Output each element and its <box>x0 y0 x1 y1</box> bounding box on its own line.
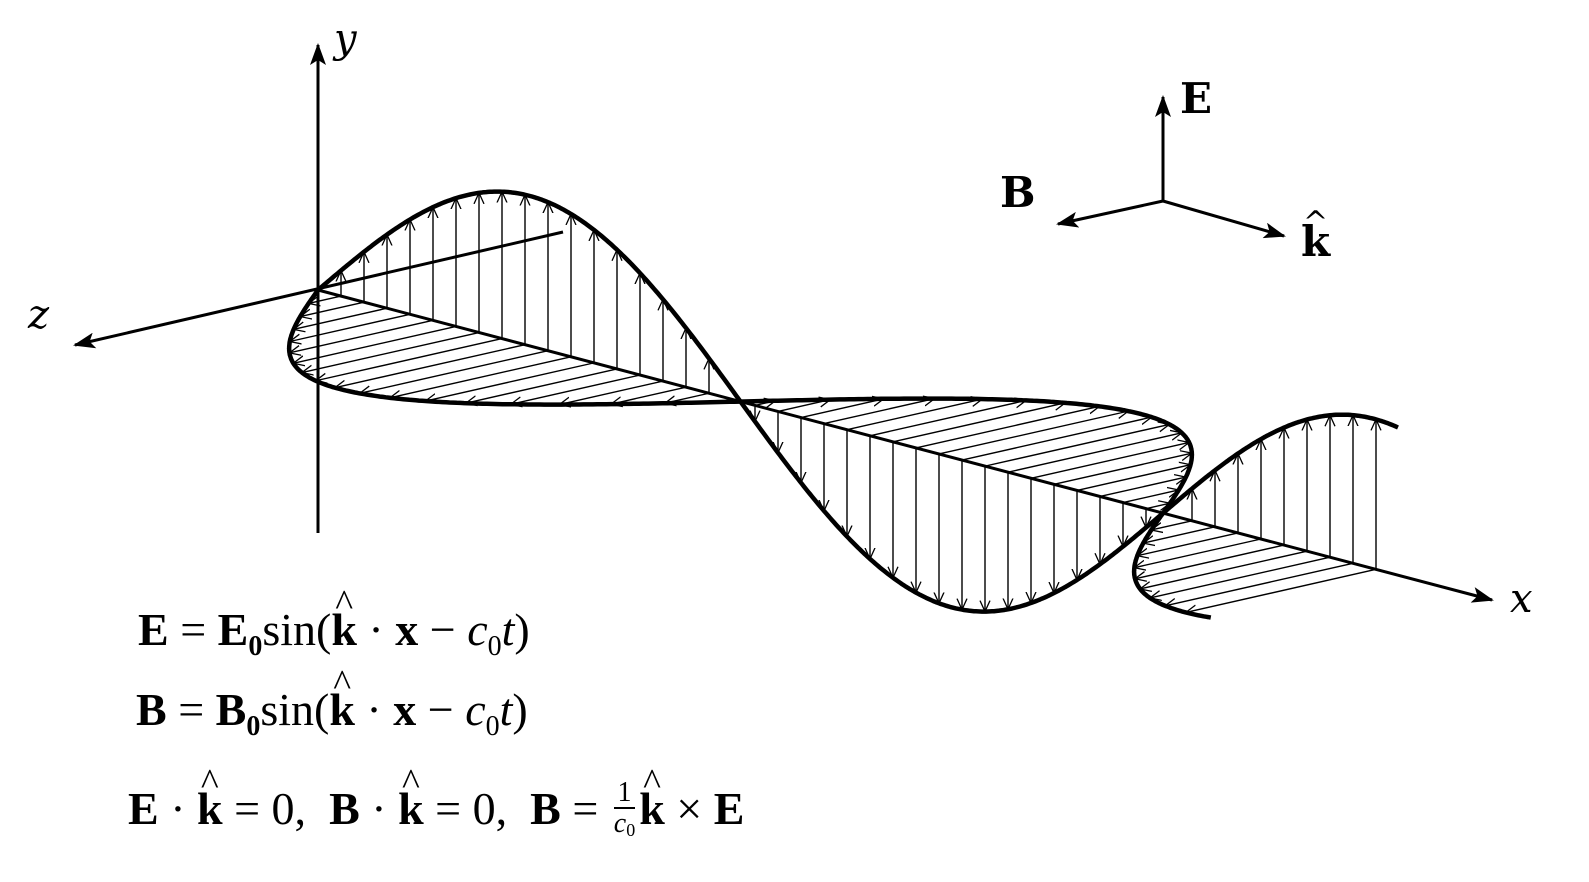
b-field-vector <box>1134 538 1262 568</box>
b-field-vector <box>316 337 503 381</box>
triad-k-label: k <box>1301 217 1331 266</box>
b-field-vector <box>961 417 1152 461</box>
equation-b-field: B = B0sin(k · x − c0t) <box>136 687 528 741</box>
b-field-vector <box>800 399 884 419</box>
b-field-vector <box>1007 433 1182 473</box>
b-field-vector <box>1186 568 1377 612</box>
b-field-vector <box>294 307 388 329</box>
b-field-vector <box>559 380 664 404</box>
b-field-vector <box>1150 556 1331 598</box>
b-field-vector <box>1145 503 1170 508</box>
b-field-vector <box>293 325 457 363</box>
b-field-vector <box>611 386 687 404</box>
y-axis-label: y <box>332 16 358 62</box>
b-field-vector <box>335 343 526 388</box>
e-field-wave <box>316 189 1399 614</box>
b-field-wave <box>286 288 1212 620</box>
b-field-vector <box>425 362 595 401</box>
b-field-vector <box>1053 453 1192 486</box>
b-field-vector <box>1030 442 1189 479</box>
z-axis-label: z <box>27 292 50 338</box>
b-field-vector <box>1135 544 1285 579</box>
b-field-vector <box>360 350 549 394</box>
b-field-vector <box>892 403 1065 443</box>
triad-k-arrow <box>1162 199 1286 239</box>
triad-k-hat: ^ <box>1303 205 1328 240</box>
b-field-vector <box>846 399 982 431</box>
equation-transversality: E · k = 0, B · k = 0, B = 1c0k × E <box>128 778 744 845</box>
b-field-vector <box>869 400 1026 437</box>
b-field-vector <box>300 301 365 316</box>
b-field-vector <box>390 356 572 398</box>
b-field-vector <box>938 411 1128 455</box>
b-field-vector <box>302 331 480 373</box>
b-field-vector <box>1122 490 1179 504</box>
b-field-vector <box>309 295 342 303</box>
b-field-vector <box>1099 477 1186 498</box>
b-field-vector <box>1140 550 1308 589</box>
triad-b-arrow <box>1056 199 1164 228</box>
b-field-vector <box>1076 465 1190 492</box>
triad-b-label: B <box>1000 168 1036 217</box>
triad-e-label: E <box>1180 74 1212 123</box>
b-field-vector <box>1143 526 1216 543</box>
b-field-vector <box>289 319 434 352</box>
b-field-vector <box>466 368 618 403</box>
b-field-vector <box>1151 520 1193 530</box>
b-field-vector <box>823 399 935 425</box>
e-field-vectors <box>341 192 1376 612</box>
b-field-vectors <box>289 295 1377 612</box>
b-field-vector <box>511 374 641 404</box>
x-axis-label: x <box>1510 576 1533 622</box>
x-axis <box>317 288 1494 603</box>
direction-triad: E B k ^ <box>1000 74 1331 266</box>
b-field-vector <box>984 424 1169 467</box>
b-field-vector <box>915 406 1100 449</box>
b-field-vector <box>1165 562 1354 606</box>
b-field-vector <box>1137 532 1239 556</box>
b-field-vector <box>290 313 411 341</box>
equation-e-field: E = E0sin(k · x − c0t) <box>138 607 530 661</box>
